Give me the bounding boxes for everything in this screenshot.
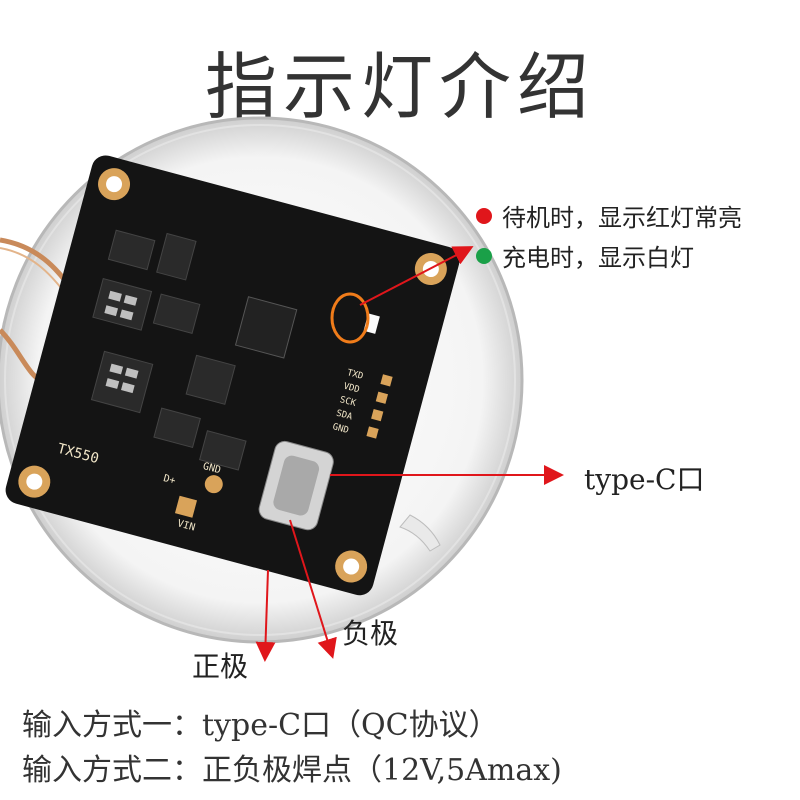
svg-text:GND: GND — [202, 461, 222, 476]
mcu-chip — [234, 296, 298, 359]
svg-text:VIN: VIN — [176, 518, 196, 533]
gnd-pad — [204, 475, 223, 494]
page-title: 指示灯介绍 — [204, 45, 595, 129]
input-method-1: 输入方式一：type-C口（QC协议） — [22, 708, 499, 743]
pcb-board: TX550 TXD VDD SCK SDA GND GND VIN D+ — [5, 155, 460, 596]
legend-standby: 待机时，显示红灯常亮 — [476, 198, 742, 233]
led-arrow — [359, 246, 474, 306]
led-highlight — [330, 292, 370, 344]
red-dot-icon — [476, 207, 492, 224]
svg-text:VDD: VDD — [342, 382, 360, 396]
legend-charging: 充电时，显示白灯 — [476, 238, 694, 273]
positive-label: 正极 — [192, 650, 249, 683]
svg-text:D+: D+ — [162, 473, 176, 487]
negative-arrow — [289, 519, 337, 659]
positive-arrow — [255, 569, 276, 662]
svg-text:GND: GND — [331, 422, 349, 436]
typec-label: type-C口 — [584, 463, 705, 496]
input-method-2: 输入方式二：正负极焊点（12V,5Amax) — [22, 753, 562, 788]
negative-label: 负极 — [342, 617, 399, 650]
svg-text:SDA: SDA — [335, 409, 354, 423]
svg-text:SCK: SCK — [339, 395, 358, 409]
green-dot-icon — [476, 247, 492, 264]
svg-text:TXD: TXD — [346, 368, 364, 382]
vin-pad — [174, 495, 198, 518]
